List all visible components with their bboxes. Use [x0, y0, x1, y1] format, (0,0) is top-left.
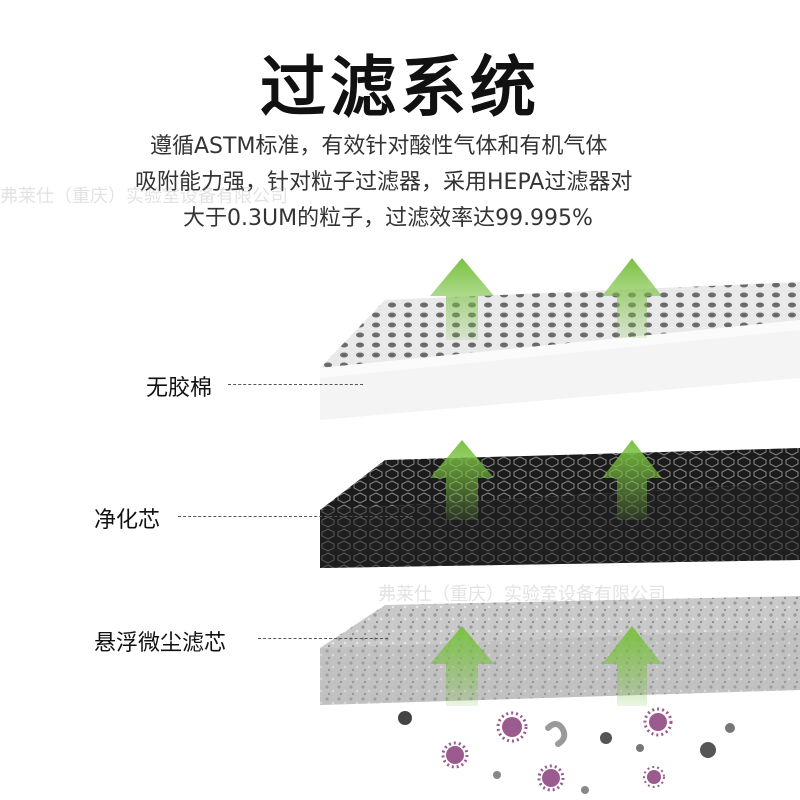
- leader-line: [258, 638, 388, 639]
- description-line-2: 吸附能力强，针对粒子过滤器，采用HEPA过滤器对: [135, 170, 633, 195]
- description-line-1: 遵循ASTM标准，有效针对酸性气体和有机气体: [150, 134, 608, 159]
- leader-line: [228, 384, 363, 385]
- watermark: 弗莱仕（重庆）实验室设备有限公司: [378, 584, 666, 605]
- layer-label-cotton: 无胶棉: [146, 376, 213, 401]
- layer-purification-core: [320, 448, 800, 568]
- layer-label-dust-filter: 悬浮微尘滤芯: [94, 631, 227, 656]
- layer-dust-filter: [320, 596, 800, 705]
- airflow-up-arrow-icon: [430, 258, 662, 706]
- watermark: 弗莱仕（重庆）实验室设备有限公司: [0, 186, 288, 207]
- layer-label-purification-core: 净化芯: [94, 508, 161, 533]
- leader-line: [178, 516, 413, 517]
- dust-particle-icon: [398, 707, 735, 794]
- layer-cotton: [320, 282, 800, 420]
- page-title: 过滤系统: [260, 49, 540, 126]
- description-line-3: 大于0.3UM的粒子，过滤效率达99.995%: [183, 206, 593, 231]
